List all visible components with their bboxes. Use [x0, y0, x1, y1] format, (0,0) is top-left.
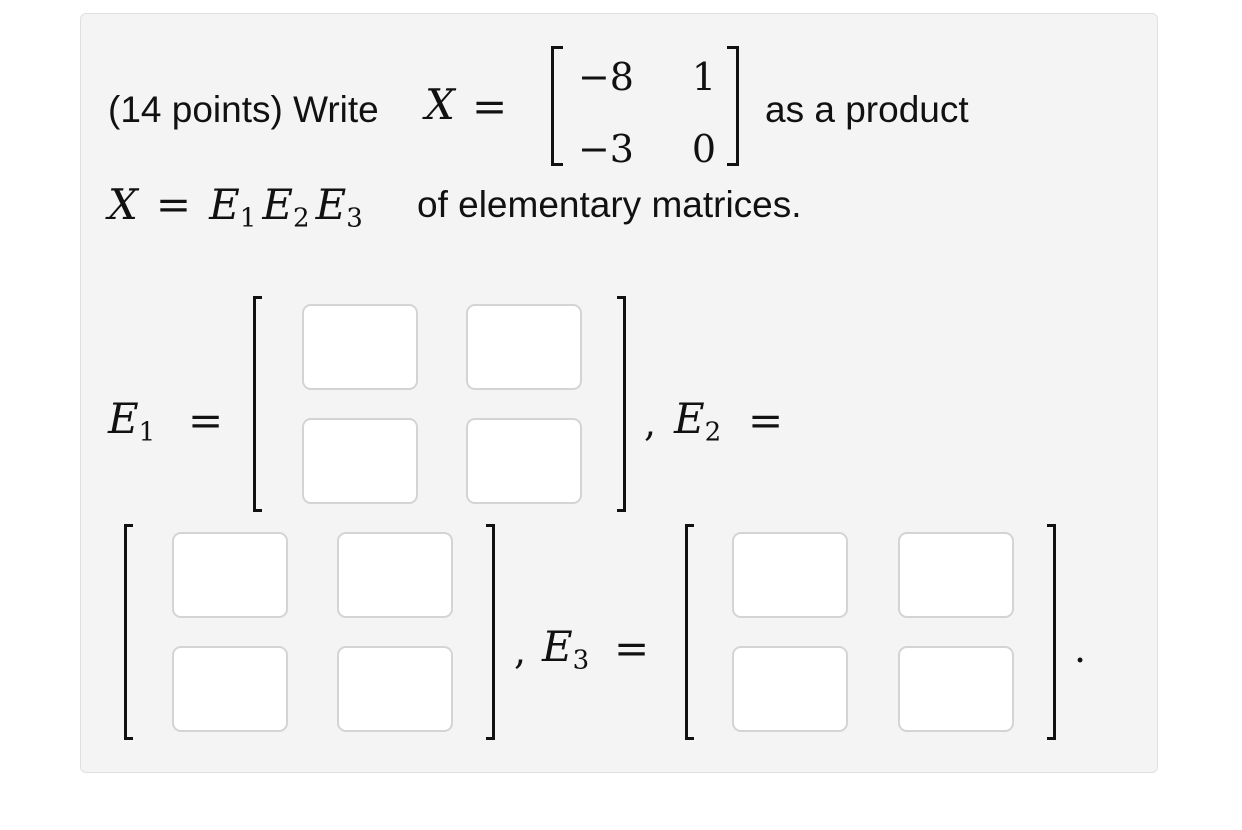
matrix-cell-r2c2: 0 [691, 127, 716, 171]
e2-label: E2 [674, 394, 722, 448]
matrix-cell-r2c1: −3 [577, 127, 634, 171]
period: . [1074, 627, 1087, 671]
matrix-right-bracket [727, 46, 739, 166]
e3-label: E3 [542, 622, 590, 676]
as-product-text: as a product [765, 89, 969, 130]
e2-input-r1c2[interactable] [337, 532, 453, 618]
e3-input-r1c1[interactable] [732, 532, 848, 618]
e3-input-r2c1[interactable] [732, 646, 848, 732]
e3-right-bracket [1047, 524, 1056, 740]
e1-right-bracket [617, 296, 626, 512]
e3-equals-sign: = [614, 624, 650, 673]
e1-input-r2c2[interactable] [466, 418, 582, 504]
e1-input-r2c1[interactable] [302, 418, 418, 504]
problem-intro-text: (14 points) Write [108, 89, 379, 130]
e2-input-r2c2[interactable] [337, 646, 453, 732]
e1-input-r1c1[interactable] [302, 304, 418, 390]
comma: , [644, 401, 657, 445]
matrix-cell-r1c1: −8 [577, 55, 634, 99]
e2-right-bracket [486, 524, 495, 740]
e3-input-r2c2[interactable] [898, 646, 1014, 732]
matrix-variable: X [425, 80, 455, 129]
e2-input-r1c1[interactable] [172, 532, 288, 618]
comma: , [514, 629, 527, 673]
elementary-matrices-text: of elementary matrices. [417, 184, 802, 225]
e2-left-bracket [124, 524, 133, 740]
e1-left-bracket [253, 296, 262, 512]
matrix-left-bracket [551, 46, 563, 166]
e3-input-r1c2[interactable] [898, 532, 1014, 618]
e2-equals-sign: = [748, 396, 784, 445]
matrix-cell-r1c2: 1 [691, 55, 716, 99]
e1-label: E1 [108, 394, 156, 448]
e1-equals-sign: = [188, 396, 224, 445]
e3-left-bracket [685, 524, 694, 740]
equals-sign: = [472, 82, 508, 131]
e1-input-r1c2[interactable] [466, 304, 582, 390]
e2-input-r2c1[interactable] [172, 646, 288, 732]
